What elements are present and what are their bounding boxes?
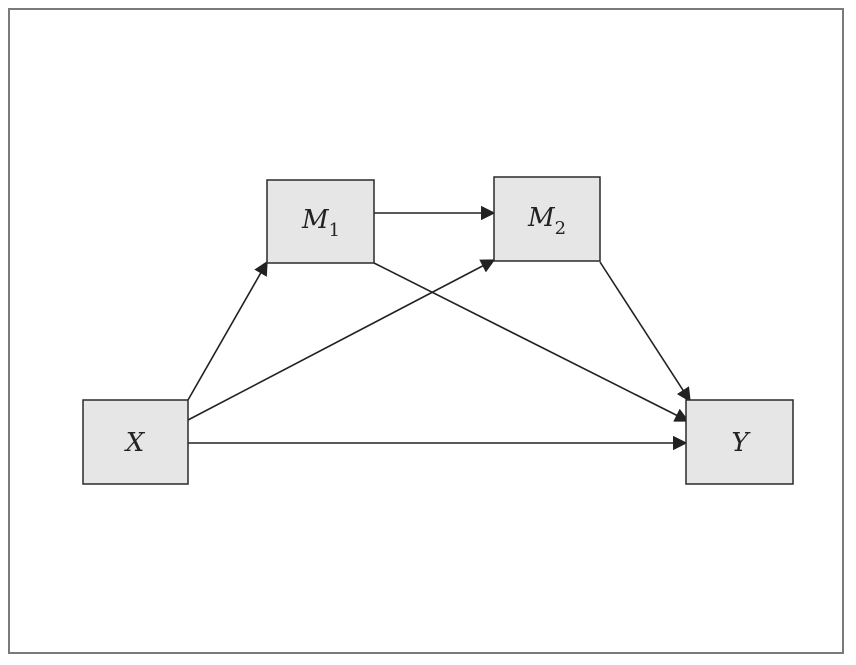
- node-m2: M2: [493, 176, 601, 262]
- node-m1: M1: [266, 179, 375, 264]
- node-x-label-text: X: [124, 428, 146, 458]
- node-x-label: X: [124, 428, 146, 458]
- edge-m2-y: [599, 261, 691, 403]
- node-m1-box: [266, 179, 375, 264]
- node-m1-label: M1: [301, 205, 340, 241]
- edge-x-m1: [187, 260, 268, 401]
- edge-x-m2: [187, 259, 496, 421]
- node-x: X: [82, 399, 189, 485]
- node-y: Y: [685, 399, 794, 485]
- node-m1-subscript: 1: [329, 220, 340, 241]
- node-m2-subscript: 2: [555, 218, 566, 239]
- node-x-box: [82, 399, 189, 485]
- node-m1-label-text: M: [301, 205, 330, 235]
- edge-m1-y: [373, 262, 690, 422]
- node-y-label-text: Y: [731, 428, 751, 458]
- node-m2-label-text: M: [527, 203, 556, 233]
- node-y-box: [685, 399, 794, 485]
- node-m2-label: M2: [527, 203, 566, 239]
- node-m2-box: [493, 176, 601, 262]
- node-y-label: Y: [731, 428, 751, 458]
- diagram-frame: [8, 8, 844, 654]
